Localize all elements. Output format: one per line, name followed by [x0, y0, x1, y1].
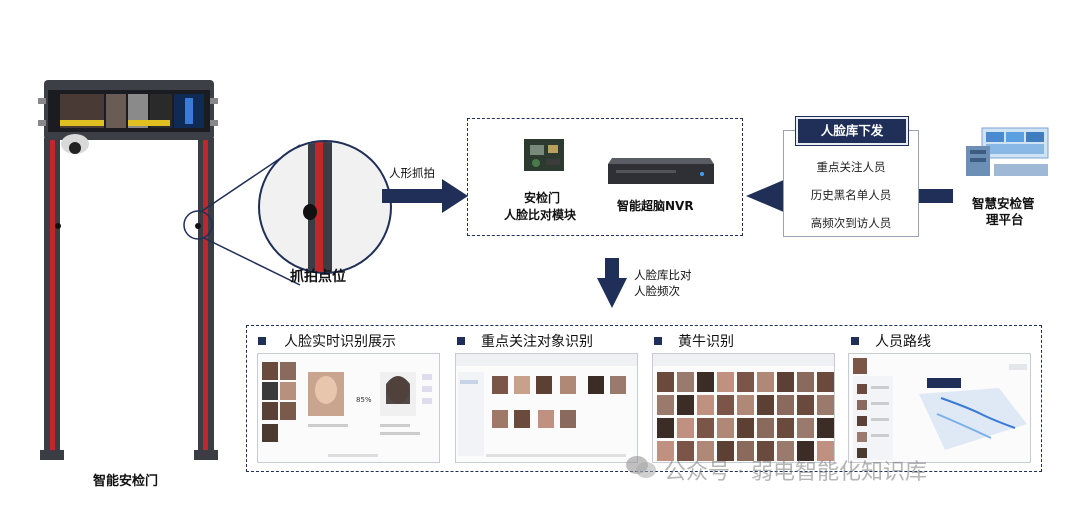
face-thumbnail: [657, 418, 674, 438]
module-label-line1: 安检门: [524, 191, 561, 205]
capture-arrow-label: 人形抓拍: [389, 166, 435, 180]
screenshot-route: [848, 353, 1031, 463]
gate-label: 智能安检门: [93, 474, 159, 489]
security-gate-illustration: [38, 80, 218, 460]
face-lib-arrow-head: [746, 179, 786, 213]
face-lib-item-2: 历史黑名单人员: [810, 188, 892, 202]
face-thumbnail: [657, 441, 674, 461]
screenshot-key-focus: [455, 353, 638, 463]
face-lib-item-3: 高频次到访人员: [810, 216, 892, 230]
section-bullet-1: [258, 337, 266, 345]
compare-arrow-head: [597, 278, 627, 308]
face-thumbnail: [777, 418, 794, 438]
capture-arrow-shaft: [382, 189, 444, 203]
face-thumbnail: [677, 441, 694, 461]
face-thumbnail: [797, 372, 814, 392]
section-bullet-4: [851, 337, 859, 345]
capture-point-label: 抓拍点位: [290, 269, 346, 285]
face-lib-arrow-shaft: [770, 189, 784, 203]
board-icon: [524, 139, 564, 171]
platform-label-line2: 理平台: [986, 212, 1024, 227]
face-thumbnail: [797, 418, 814, 438]
face-thumbnail: [657, 395, 674, 415]
section-title-3: 黄牛识别: [678, 334, 734, 350]
face-lib-list: 重点关注人员 历史黑名单人员 高频次到访人员: [783, 130, 919, 237]
face-thumbnail: [757, 441, 774, 461]
watermark-icon: [625, 453, 657, 481]
face-thumbnail: [717, 395, 734, 415]
face-thumbnail: [757, 418, 774, 438]
nvr-icon: [608, 158, 714, 184]
face-lib-header-text: 人脸库下发: [820, 123, 884, 138]
compare-arrow-shaft: [605, 258, 619, 280]
face-thumbnail: [757, 395, 774, 415]
face-thumbnail: [817, 418, 834, 438]
section-bullet-2: [457, 337, 465, 345]
face-thumbnail: [817, 441, 834, 461]
face-thumbnail: [717, 372, 734, 392]
capture-point-zoom: [258, 140, 392, 274]
face-thumbnail: [657, 372, 674, 392]
section-title-4: 人员路线: [875, 334, 931, 350]
face-thumbnail: [737, 395, 754, 415]
face-thumbnail: [737, 441, 754, 461]
compare-label-line1: 人脸库比对: [634, 268, 692, 282]
face-thumbnail: [797, 441, 814, 461]
platform-connector: [919, 189, 953, 203]
face-thumbnail: [697, 372, 714, 392]
face-thumbnail: [817, 395, 834, 415]
face-thumbnail: [697, 418, 714, 438]
nvr-label: 智能超脑NVR: [617, 199, 694, 213]
face-thumbnail: [777, 372, 794, 392]
face-thumbnail: [797, 395, 814, 415]
face-thumbnail: [717, 418, 734, 438]
section-title-2: 重点关注对象识别: [481, 334, 593, 350]
face-thumbnail: [777, 441, 794, 461]
face-thumbnail: [697, 395, 714, 415]
face-thumbnail: [757, 372, 774, 392]
watermark: 公众号 · 弱电智能化知识库: [664, 460, 927, 485]
screenshot-scalper: [652, 353, 835, 463]
module-box: [467, 118, 743, 236]
face-thumbnail: [777, 395, 794, 415]
face-lib-item-1: 重点关注人员: [816, 160, 886, 174]
security-gate: [30, 78, 225, 463]
screenshot-realtime: 85%: [257, 353, 440, 463]
face-thumbnail: [677, 418, 694, 438]
face-thumbnail: [737, 418, 754, 438]
platform-label-line1: 智慧安检管: [972, 196, 1035, 211]
compare-label-line2: 人脸频次: [634, 284, 680, 298]
face-thumbnail: [717, 441, 734, 461]
face-lib-header: 人脸库下发: [796, 117, 908, 145]
capture-arrow-head: [442, 179, 468, 213]
module-label-line2: 人脸比对模块: [504, 208, 577, 222]
platform-icon: [966, 127, 1049, 176]
face-thumbnail: [697, 441, 714, 461]
section-bullet-3: [654, 337, 662, 345]
face-thumbnail: [677, 395, 694, 415]
face-thumbnail: [677, 372, 694, 392]
match-percent: 85%: [356, 396, 372, 404]
face-thumbnail: [817, 372, 834, 392]
section-title-1: 人脸实时识别展示: [284, 334, 396, 350]
face-thumbnail: [737, 372, 754, 392]
